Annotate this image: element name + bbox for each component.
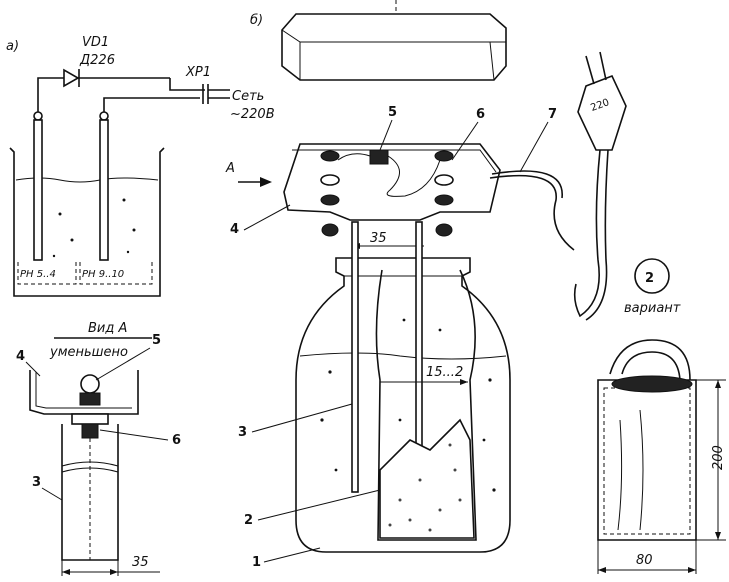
jar bbox=[295, 257, 511, 553]
jar-liquid-surface bbox=[299, 352, 507, 360]
variant-bag bbox=[597, 379, 697, 541]
variant-handle bbox=[609, 339, 691, 381]
ph-right-label: PH 9..10 bbox=[82, 269, 124, 280]
zone-right bbox=[79, 262, 153, 285]
cable-7 bbox=[489, 174, 575, 251]
view-a-dim: 35 bbox=[132, 555, 149, 570]
plug-cord bbox=[573, 149, 601, 318]
callout-6: 6 bbox=[476, 107, 485, 122]
view-a-nut bbox=[81, 423, 99, 439]
panel-a: а) VD1 Д226 XP1 Сеть ~220В bbox=[6, 35, 275, 297]
view-arrow-label: A bbox=[225, 161, 235, 176]
electrode-right bbox=[99, 119, 109, 261]
variant-2: 2 вариант 200 80 bbox=[597, 258, 726, 574]
view-a-lamp-base bbox=[79, 392, 101, 406]
lamp-wire-right bbox=[386, 155, 441, 197]
top-cover bbox=[281, 13, 507, 81]
callout-4: 4 bbox=[230, 222, 239, 237]
variant-dim-width: 80 bbox=[636, 553, 653, 568]
panel-b: б) A bbox=[225, 0, 575, 570]
variant-circle bbox=[634, 258, 670, 294]
view-a: Вид А уменьшено 4 5 6 3 35 bbox=[16, 321, 181, 576]
terminal-left bbox=[33, 111, 43, 121]
callout-7: 7 bbox=[548, 107, 557, 122]
view-a-lid bbox=[29, 370, 139, 415]
indicator-lamp bbox=[369, 149, 389, 165]
variant-number: 2 bbox=[645, 271, 654, 286]
lid-terminals bbox=[320, 150, 454, 237]
wire-left bbox=[37, 77, 170, 112]
fabric-bag bbox=[375, 269, 477, 541]
view-a-callout-5: 5 bbox=[152, 333, 161, 348]
connector-xp1 bbox=[202, 84, 230, 104]
lamp-wire-left bbox=[337, 153, 371, 161]
bubbles-b bbox=[320, 318, 496, 492]
view-a-callout-6: 6 bbox=[172, 433, 181, 448]
wire-right bbox=[103, 97, 200, 112]
callout-5: 5 bbox=[388, 105, 397, 120]
sediment bbox=[379, 418, 475, 539]
variant-dim-height: 200 bbox=[711, 445, 726, 470]
view-a-clamp bbox=[71, 413, 109, 425]
diode-label: VD1 bbox=[82, 35, 109, 50]
callout-3: 3 bbox=[238, 425, 247, 440]
variant-label: вариант bbox=[624, 301, 681, 316]
mains-label: Сеть bbox=[232, 89, 264, 104]
panel-b-label: б) bbox=[250, 13, 263, 28]
wire-left-to-plug bbox=[169, 78, 205, 91]
callout-1: 1 bbox=[252, 555, 261, 570]
lid-rim bbox=[292, 149, 497, 173]
view-a-subtitle: уменьшено bbox=[49, 345, 128, 360]
electrode-1 bbox=[351, 221, 359, 493]
electrode-left bbox=[33, 119, 43, 261]
dim-gap: 35 bbox=[370, 231, 387, 246]
plug-body bbox=[577, 74, 627, 151]
diode-type: Д226 bbox=[79, 53, 115, 68]
view-a-callout-3: 3 bbox=[32, 475, 41, 490]
terminal-right bbox=[99, 111, 109, 121]
plug-pin-right bbox=[599, 51, 607, 81]
panel-a-label: а) bbox=[6, 39, 19, 54]
ph-left-label: PH 5..4 bbox=[20, 269, 56, 280]
beaker bbox=[9, 147, 165, 297]
view-a-lamp bbox=[80, 374, 100, 394]
variant-bag-opening bbox=[611, 375, 693, 393]
callout-2: 2 bbox=[244, 513, 253, 528]
zone-left bbox=[17, 262, 77, 285]
plug-pin-left bbox=[585, 55, 595, 85]
view-a-title: Вид А bbox=[88, 321, 127, 336]
lid bbox=[283, 143, 501, 221]
view-a-callout-4: 4 bbox=[16, 349, 25, 364]
dim-depth: 15...2 bbox=[426, 365, 463, 380]
plug: 220 bbox=[573, 51, 627, 321]
mains-voltage: ~220В bbox=[230, 107, 275, 122]
sediment-texture bbox=[388, 443, 462, 532]
connector-label: XP1 bbox=[185, 65, 211, 80]
diode-symbol bbox=[63, 68, 80, 88]
view-a-lid-inner bbox=[35, 372, 132, 409]
bubbles-a bbox=[52, 198, 136, 258]
